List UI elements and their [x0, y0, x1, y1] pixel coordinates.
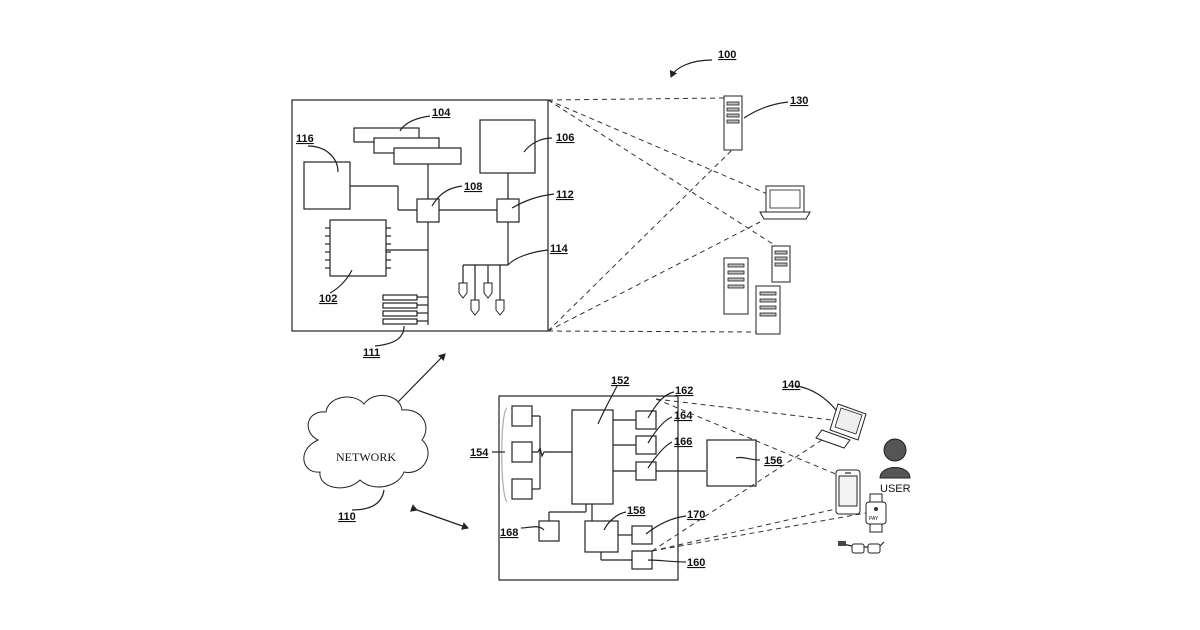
- ref-154: 154: [470, 447, 489, 459]
- ref-114: 114: [550, 243, 569, 255]
- network-cloud: [304, 395, 428, 487]
- smart-glasses-icon: [838, 541, 884, 553]
- server-cluster-icon: [724, 246, 790, 334]
- ref-158: 158: [627, 505, 645, 517]
- memory-card-3: [394, 148, 461, 164]
- user-laptop-140-icon: [816, 404, 866, 448]
- ref-152: 152: [611, 375, 629, 387]
- unit-154-b: [512, 442, 532, 462]
- smartwatch-icon: [866, 494, 886, 532]
- leader-130: [744, 102, 788, 118]
- unit-154-a: [512, 406, 532, 426]
- link-arrow-network-client: [417, 510, 468, 528]
- ref-162: 162: [675, 385, 693, 397]
- bus-hub-112: [497, 199, 519, 222]
- module-168: [539, 521, 559, 541]
- ref-106: 106: [556, 132, 574, 144]
- ref-116: 116: [296, 133, 314, 145]
- module-170: [632, 526, 652, 544]
- laptop-icon: [760, 186, 810, 219]
- pay-label: PAY: [869, 516, 879, 522]
- server-130-icon: [724, 96, 742, 150]
- ref-140: 140: [782, 379, 800, 391]
- ref-102: 102: [319, 293, 337, 305]
- ref-112: 112: [556, 189, 574, 201]
- ref-111: 111: [363, 347, 380, 359]
- ref-130: 130: [790, 95, 808, 107]
- user-label: USER: [880, 483, 911, 495]
- module-158: [585, 521, 618, 552]
- processor-102: [330, 220, 386, 276]
- bus-hub-108: [417, 199, 439, 222]
- ref-156: 156: [764, 455, 782, 467]
- ref-108: 108: [464, 181, 482, 193]
- ref-168: 168: [500, 527, 518, 539]
- user-icon: [880, 439, 910, 478]
- unit-154-c: [512, 479, 532, 499]
- smartphone-icon: [836, 470, 860, 514]
- display-156: [707, 440, 756, 486]
- ref-160: 160: [687, 557, 705, 569]
- ref-166: 166: [674, 436, 692, 448]
- ref-164: 164: [674, 410, 693, 422]
- ref-170: 170: [687, 509, 705, 521]
- ref-104: 104: [432, 107, 451, 119]
- module-166: [636, 462, 656, 480]
- storage-106: [480, 120, 535, 173]
- ref-100: 100: [718, 49, 736, 61]
- network-label: NETWORK: [336, 450, 396, 464]
- link-arrow-system-network: [398, 354, 445, 402]
- module-164: [636, 436, 656, 454]
- module-162: [636, 411, 656, 429]
- leader-110: [352, 490, 384, 510]
- processor-152: [572, 410, 613, 504]
- leader-100: [671, 60, 712, 77]
- leader-140: [796, 386, 836, 410]
- module-116: [304, 162, 350, 209]
- ref-110: 110: [338, 511, 356, 523]
